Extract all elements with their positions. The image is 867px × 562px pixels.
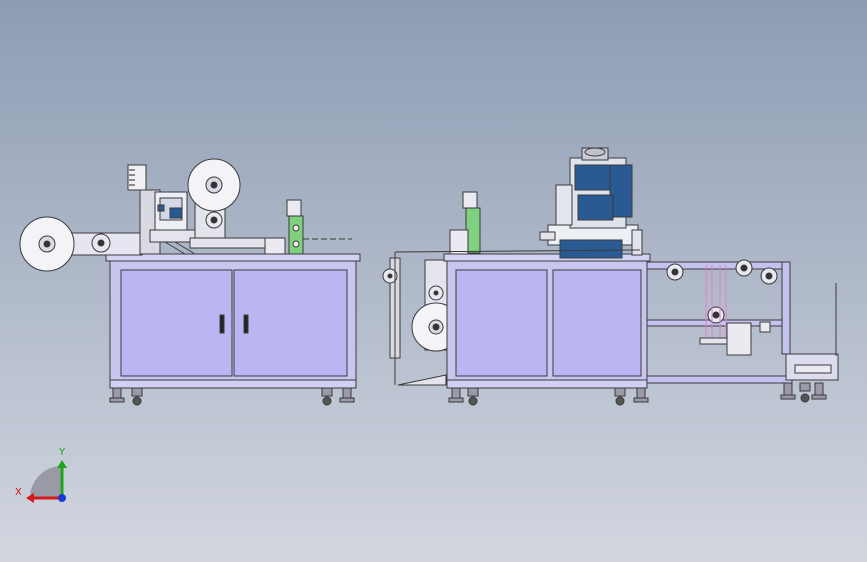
extension-frame — [646, 259, 839, 403]
left-module — [19, 158, 361, 406]
left-unwind-reel — [19, 216, 143, 272]
right-feet — [448, 387, 649, 406]
left-sensor-post — [286, 199, 304, 255]
x-axis-arrowhead — [26, 493, 34, 503]
left-cabinet-base — [109, 379, 357, 389]
x-axis-label: X — [15, 487, 22, 498]
y-axis-label: Y — [58, 447, 66, 458]
door-handle — [243, 314, 249, 334]
press-unit — [539, 147, 643, 259]
left-cabinet-door-right — [233, 269, 348, 377]
right-cabinet-door-left — [455, 269, 548, 377]
right-cabinet-base — [446, 379, 648, 389]
left-guide-block — [264, 237, 286, 255]
right-sensor-post — [449, 191, 481, 255]
axis-triad[interactable]: X Y — [15, 447, 67, 503]
triad-plane-shading — [30, 466, 62, 498]
z-axis-dot — [58, 494, 66, 502]
right-cabinet-top-plate — [443, 253, 651, 262]
left-tower-assembly — [127, 164, 196, 255]
right-module — [382, 147, 651, 406]
extension-feet — [780, 382, 827, 403]
left-conveyor — [189, 237, 271, 249]
material-web — [394, 249, 641, 253]
door-handle — [219, 314, 225, 334]
left-cabinet-door-left — [120, 269, 233, 377]
right-cabinet-door-right — [552, 269, 642, 377]
control-box — [726, 322, 752, 356]
control-box-small — [759, 321, 771, 333]
left-feet — [109, 387, 355, 406]
left-cabinet-top-plate — [105, 253, 361, 262]
dancer-assembly — [705, 265, 727, 342]
left-upper-reel — [187, 158, 241, 241]
y-axis-arrowhead — [57, 460, 67, 468]
